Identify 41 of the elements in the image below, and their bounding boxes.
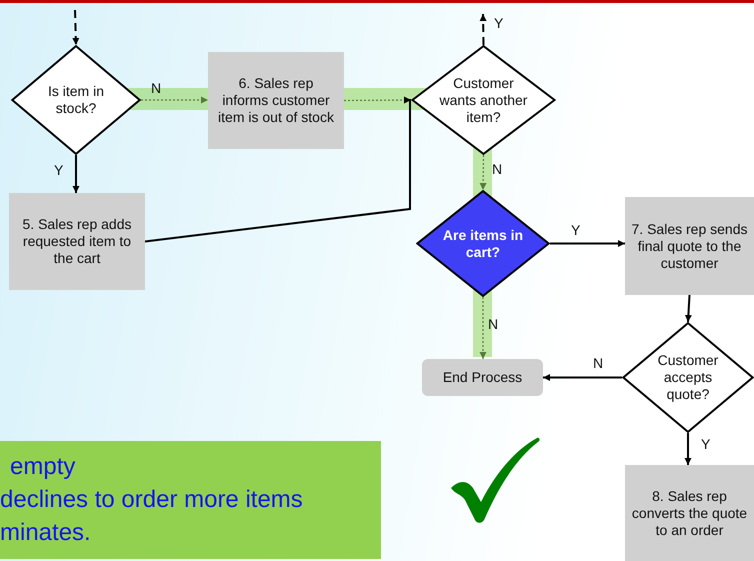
arrow <box>684 433 692 465</box>
node-label: 5. Sales rep adds requested item to the cart <box>22 216 132 267</box>
node-label: 7. Sales rep sends final quote to the customer <box>631 220 748 272</box>
decision-diamond <box>411 45 556 155</box>
arrow <box>480 14 487 46</box>
decision-diamond <box>622 322 754 433</box>
edge-label: Y <box>494 15 504 31</box>
node-label: 6. Sales rep informs customer item is out of stock <box>217 75 335 126</box>
arrow <box>480 297 486 359</box>
edge-label: N <box>492 161 502 177</box>
note-text: minates. <box>0 518 92 548</box>
edge-label: Y <box>571 222 580 238</box>
node-label: Customer accepts quote? <box>656 352 720 403</box>
process-box <box>625 197 754 295</box>
node-label: 8. Sales rep converts the quote to an order <box>631 488 748 538</box>
edge-label: N <box>593 355 604 371</box>
note-text: empty <box>9 452 76 482</box>
node-label: Customer wants another item? <box>438 74 528 126</box>
arrow <box>72 155 80 193</box>
arrow <box>72 10 80 46</box>
arrow <box>480 155 487 190</box>
decision-diamond <box>416 190 550 297</box>
node-label: End Process <box>442 369 522 386</box>
note-text: declines to order more items <box>0 484 304 514</box>
node-label: Is item in stock? <box>46 83 105 117</box>
arrow <box>684 294 692 322</box>
edge-label: Y <box>54 162 64 178</box>
edge-label: N <box>151 80 162 96</box>
arrow <box>141 96 208 104</box>
edge-label: Y <box>701 436 710 452</box>
process-box <box>208 52 344 149</box>
note-box <box>0 441 381 559</box>
node-label: Are items in cart? <box>442 226 524 260</box>
arrow <box>543 374 622 381</box>
process-box <box>9 193 145 290</box>
decision-diamond <box>11 45 141 155</box>
edge-label: N <box>488 316 498 332</box>
arrow <box>550 240 625 247</box>
arrow <box>144 96 412 242</box>
terminator-box <box>422 359 543 396</box>
process-box <box>625 465 754 561</box>
